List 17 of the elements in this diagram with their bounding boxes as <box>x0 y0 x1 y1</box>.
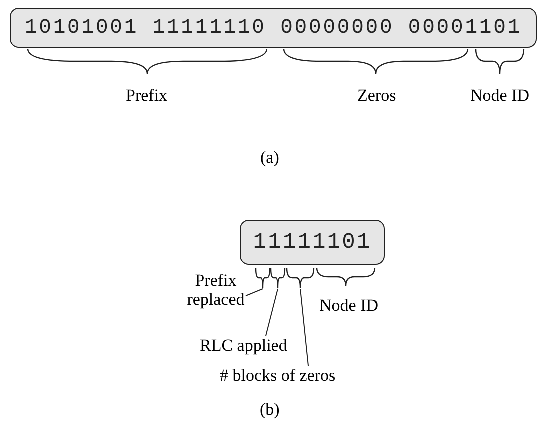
part-label: Prefix <box>126 86 168 105</box>
part-label: Node ID <box>320 296 379 315</box>
leader-line <box>300 288 309 366</box>
annotation-text: RLC applied <box>200 336 288 355</box>
bit-string-box: 10101001 11111110 00000000 00001101 <box>10 8 537 48</box>
curly-brace <box>286 268 315 289</box>
leader-line <box>246 288 264 296</box>
annotation-text: Prefix replaced <box>186 271 246 309</box>
panel-label: (a) <box>260 148 280 167</box>
part-label: Node ID <box>470 86 530 105</box>
panel-label: (b) <box>260 400 280 419</box>
leader-line <box>266 288 278 336</box>
bit-string-box: 11111101 <box>240 220 385 265</box>
annotation-text: # blocks of zeros <box>220 366 336 385</box>
part-label: Zeros <box>358 86 396 105</box>
curly-brace <box>255 268 271 289</box>
curly-brace <box>270 268 286 289</box>
